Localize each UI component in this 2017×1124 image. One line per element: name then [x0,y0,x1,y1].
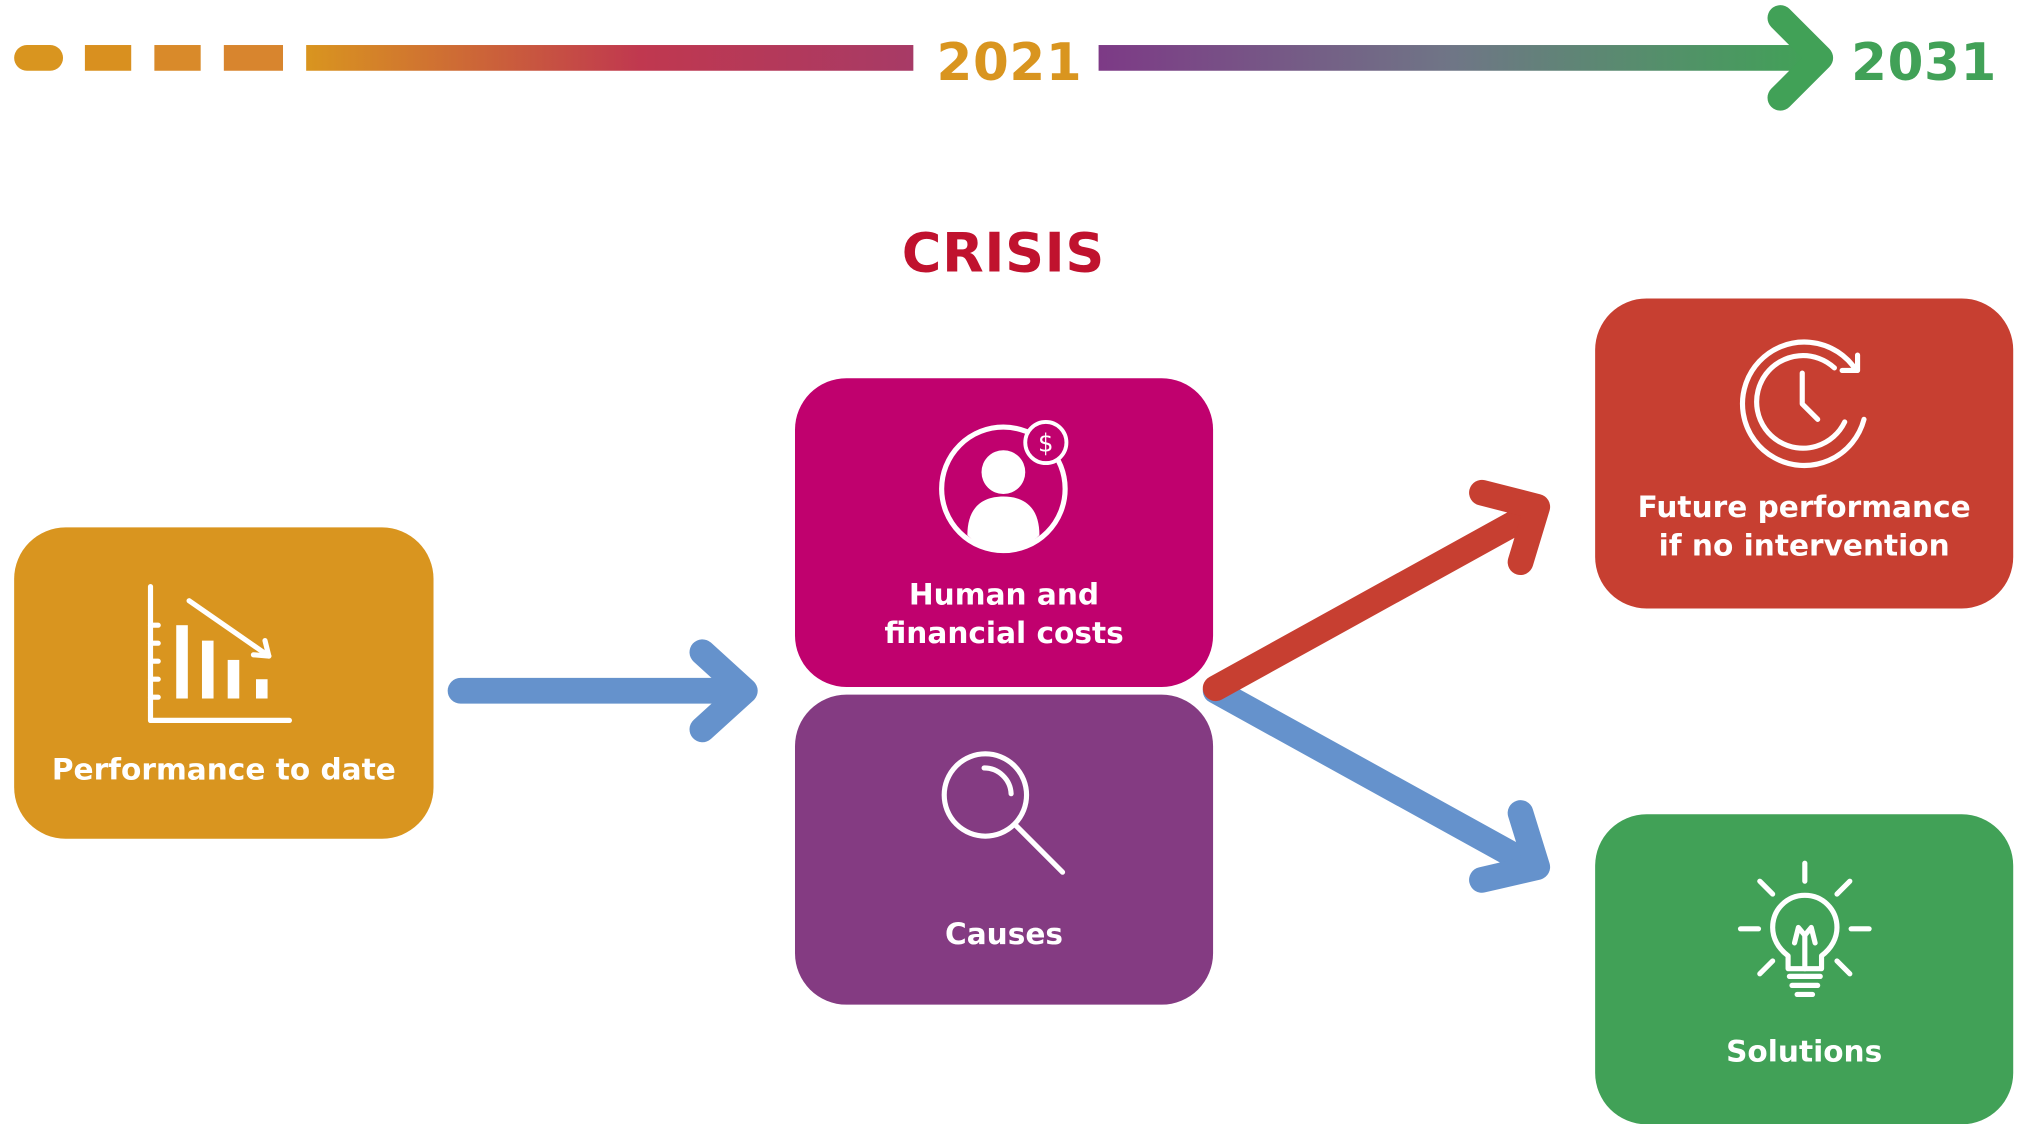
crisis-title: CRISIS [901,221,1105,285]
human-costs-label: Human and financial costs [795,576,1213,653]
future-label-line1: Future performance [1637,491,1971,525]
clock-refresh-icon [1740,339,1867,468]
arrow-performance-to-crisis [447,639,758,743]
lightbulb-icon [1737,860,1872,997]
future-label-line2: if no intervention [1658,529,1950,564]
box-causes: Causes [794,694,1214,1005]
solutions-label: Solutions [1726,1035,1883,1069]
timeline-bar-future [1098,45,1809,71]
causes-label: Causes [945,918,1064,952]
person-dollar-icon: $ [939,420,1069,554]
box-human-financial-costs: $ Human and financial costs [794,378,1214,687]
arrow-crisis-to-future [1202,479,1551,702]
timeline-end-year: 2031 [1851,33,1997,93]
timeline-dashes [14,45,284,71]
performance-label: Performance to date [51,753,396,788]
arrow-crisis-to-solutions [1202,677,1551,893]
svg-text:$: $ [1038,429,1054,458]
human-costs-label-line2: financial costs [884,617,1124,651]
timeline-start-year: 2021 [936,33,1083,93]
future-performance-label: Future performance if no intervention [1595,489,2013,566]
box-solutions: Solutions [1595,814,2014,1124]
box-future-performance: Future performance if no intervention [1595,298,2014,609]
human-costs-label-line1: Human and [908,578,1100,613]
magnifying-glass-icon [941,751,1066,875]
box-performance-to-date: Performance to date [14,527,434,839]
declining-bar-chart-icon [147,584,293,723]
timeline-bar-past [306,45,914,71]
timeline-arrowhead [1767,5,1834,111]
